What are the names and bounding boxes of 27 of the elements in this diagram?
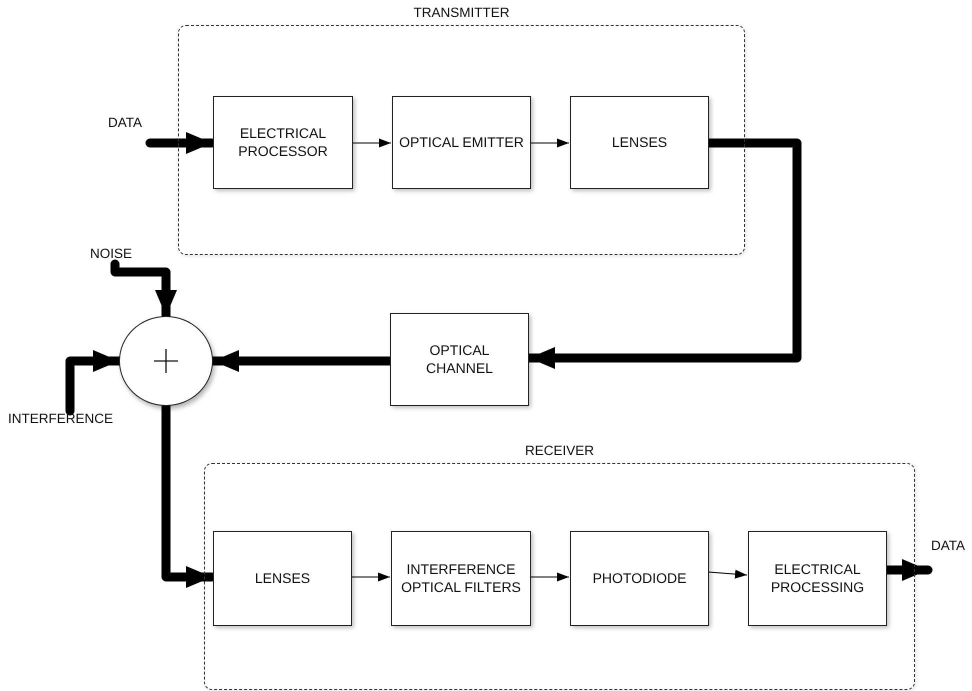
- box-label: OPTICAL CHANNEL: [425, 342, 494, 377]
- process-box: [392, 96, 531, 189]
- box-label: PHOTODIODE: [592, 570, 688, 588]
- process-box: [213, 96, 353, 189]
- arrow: [708, 570, 748, 579]
- process-box: [570, 96, 709, 189]
- signal-label: NOISE: [90, 246, 132, 261]
- signal-label: DATA: [931, 538, 966, 553]
- process-box: [390, 313, 529, 406]
- box-label: INTERFERENCE OPTICAL FILTERS: [400, 561, 522, 596]
- process-box: [391, 531, 531, 626]
- box-label: LENSES: [254, 570, 312, 588]
- signal-label: DATA: [108, 115, 142, 130]
- process-box: [570, 531, 709, 626]
- process-box: [213, 531, 352, 626]
- process-box: [748, 531, 887, 626]
- arrow: [352, 138, 392, 148]
- box-label: ELECTRICAL PROCESSING: [770, 561, 866, 596]
- group-heading: TRANSMITTER: [414, 5, 510, 20]
- arrow: [530, 138, 570, 148]
- box-label: LENSES: [610, 134, 668, 152]
- group-heading: RECEIVER: [524, 443, 594, 458]
- box-label: OPTICAL EMITTER: [398, 134, 525, 152]
- box-label: ELECTRICAL PROCESSOR: [237, 125, 329, 160]
- arrow: [350, 572, 390, 582]
- arrow: [530, 572, 570, 582]
- signal-label: INTERFERENCE: [8, 411, 114, 426]
